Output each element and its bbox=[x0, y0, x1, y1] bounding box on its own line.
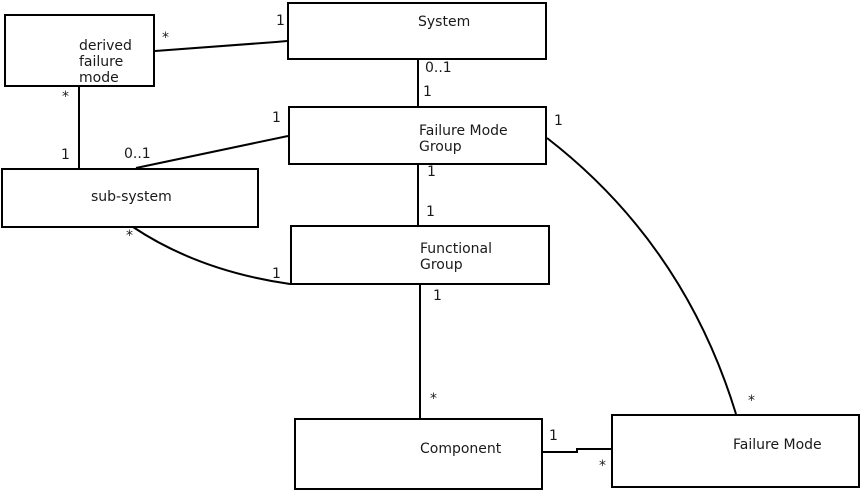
multiplicity-label: 1 bbox=[423, 84, 432, 100]
multiplicity-label: 0..1 bbox=[425, 60, 452, 76]
multiplicity-label: 1 bbox=[433, 288, 442, 304]
multiplicity-label: * bbox=[599, 458, 606, 474]
connector-failure-mode-group-failure-mode bbox=[546, 137, 737, 415]
multiplicity-label: 1 bbox=[554, 113, 563, 129]
entity-label-component: Component bbox=[420, 441, 502, 457]
entity-sub-system: sub-system bbox=[1, 168, 259, 228]
connector-sub-system-failure-mode-group bbox=[135, 135, 289, 169]
multiplicity-label: 1 bbox=[272, 110, 281, 126]
entity-label-functional-group: Functional Group bbox=[420, 241, 493, 273]
entity-failure-mode: Failure Mode bbox=[611, 414, 860, 488]
multiplicity-label: 1 bbox=[427, 164, 436, 180]
multiplicity-label: * bbox=[126, 228, 133, 244]
entity-label-failure-mode-group: Failure Mode Group bbox=[419, 123, 508, 155]
multiplicity-label: * bbox=[748, 393, 755, 409]
multiplicity-label: 1 bbox=[549, 428, 558, 444]
multiplicity-label: * bbox=[430, 391, 437, 407]
multiplicity-label: * bbox=[62, 89, 69, 105]
entity-label-derived-failure-mode: derived failure mode bbox=[79, 38, 132, 86]
connector-component-failure-mode bbox=[543, 448, 611, 453]
multiplicity-label: * bbox=[162, 30, 169, 46]
multiplicity-label: 1 bbox=[276, 13, 285, 29]
entity-label-sub-system: sub-system bbox=[91, 189, 172, 205]
connector-derived-failure-mode-system bbox=[154, 40, 288, 52]
entity-failure-mode-group: Failure Mode Group bbox=[288, 106, 547, 165]
entity-label-failure-mode: Failure Mode bbox=[733, 437, 822, 453]
multiplicity-label: 0..1 bbox=[124, 146, 151, 162]
entity-functional-group: Functional Group bbox=[290, 225, 550, 285]
multiplicity-label: 1 bbox=[61, 147, 70, 163]
entity-component: Component bbox=[294, 418, 543, 490]
entity-system: System bbox=[287, 2, 547, 60]
entity-label-system: System bbox=[418, 14, 471, 30]
multiplicity-label: 1 bbox=[272, 266, 281, 282]
connector-sub-system-functional-group bbox=[132, 226, 291, 285]
multiplicity-label: 1 bbox=[426, 204, 435, 220]
entity-derived-failure-mode: derived failure mode bbox=[4, 14, 155, 87]
